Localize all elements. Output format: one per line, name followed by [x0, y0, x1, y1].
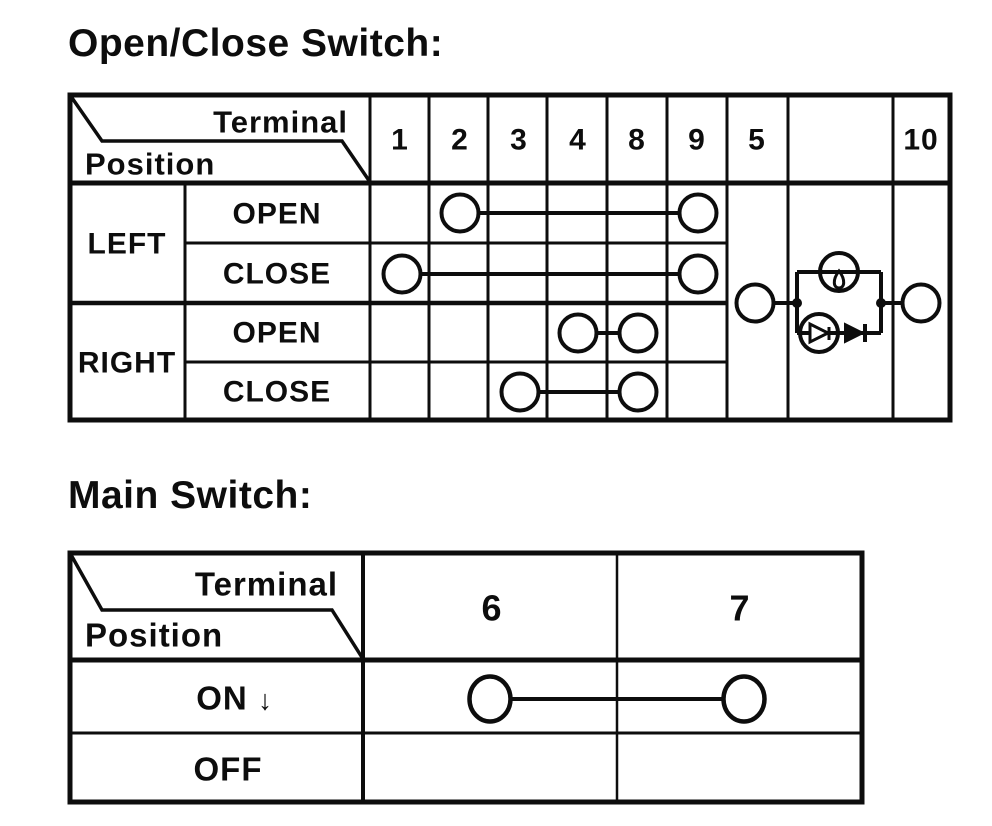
terminal-3-label: 3 [510, 124, 528, 157]
contact-circle [499, 371, 541, 413]
led-triangle [808, 321, 832, 345]
continuity-connections [381, 192, 719, 413]
left-open-continuity-2-9 [439, 192, 719, 234]
open-close-switch-title: Open/Close Switch: [68, 22, 443, 65]
contact-circle [677, 192, 719, 234]
left-close-continuity-1-9 [381, 253, 719, 295]
off-label: OFF [194, 751, 263, 788]
contact-circle-terminal-5 [734, 282, 776, 324]
terminal-4-label: 4 [569, 124, 587, 157]
lamp-icon [818, 251, 860, 293]
left-open-label: OPEN [232, 198, 321, 231]
terminal-7-label: 7 [729, 588, 750, 629]
circuit-node-dot [792, 298, 802, 308]
diode-triangle [844, 322, 866, 344]
terminal-6-label: 6 [481, 588, 502, 629]
terminal-8-label: 8 [628, 124, 646, 157]
diagonal-header-divider [68, 552, 365, 660]
terminal-header-label: Terminal [213, 105, 348, 140]
contact-circle [557, 312, 599, 354]
lamp-body-circle [818, 251, 860, 293]
table-grid [67, 92, 953, 423]
contact-circle-terminal-10 [900, 282, 942, 324]
right-open-continuity-4-8 [557, 312, 659, 354]
row-labels: LEFT RIGHT OPEN CLOSE OPEN CLOSE [78, 198, 331, 409]
on-continuity-6-7 [467, 674, 767, 724]
contact-circle [467, 674, 513, 724]
led-body-circle [798, 312, 840, 354]
terminal-1-label: 1 [391, 124, 409, 157]
right-close-label: CLOSE [223, 376, 331, 409]
position-header-label: Position [85, 617, 223, 654]
right-open-label: OPEN [232, 317, 321, 350]
terminal-2-label: 2 [451, 124, 469, 157]
contact-circle [721, 674, 767, 724]
terminal-column-labels: 6 7 [481, 588, 750, 629]
on-label: ON [196, 680, 248, 717]
terminal-9-label: 9 [688, 124, 706, 157]
contact-circle [381, 253, 423, 295]
position-header-label: Position [85, 147, 215, 182]
indicator-circuit-5-10 [734, 251, 942, 354]
row-labels: ON ↓ OFF [194, 680, 273, 788]
right-close-continuity-3-8 [499, 371, 659, 413]
table-grid [67, 550, 865, 805]
contact-circle [617, 371, 659, 413]
terminal-5-label: 5 [748, 124, 766, 157]
group-left-label: LEFT [88, 228, 167, 261]
contact-circle [677, 253, 719, 295]
led-diode-icon [798, 312, 840, 354]
contact-circle [439, 192, 481, 234]
diagonal-header-divider [68, 94, 372, 183]
lamp-filament-loop [832, 268, 846, 290]
diode-icon [844, 322, 867, 344]
on-down-arrow-marker: ↓ [258, 685, 273, 716]
group-right-label: RIGHT [78, 347, 176, 380]
contact-circle [617, 312, 659, 354]
main-switch-title: Main Switch: [68, 474, 312, 517]
open-close-switch-table: Terminal Position 1 2 3 4 8 9 5 10 LEFT … [67, 92, 953, 423]
terminal-column-labels: 1 2 3 4 8 9 5 10 [391, 124, 938, 157]
terminal-header-label: Terminal [195, 566, 338, 603]
terminal-10-label: 10 [903, 124, 938, 157]
main-switch-table: Terminal Position 6 7 ON ↓ OFF [67, 550, 865, 805]
left-close-label: CLOSE [223, 258, 331, 291]
